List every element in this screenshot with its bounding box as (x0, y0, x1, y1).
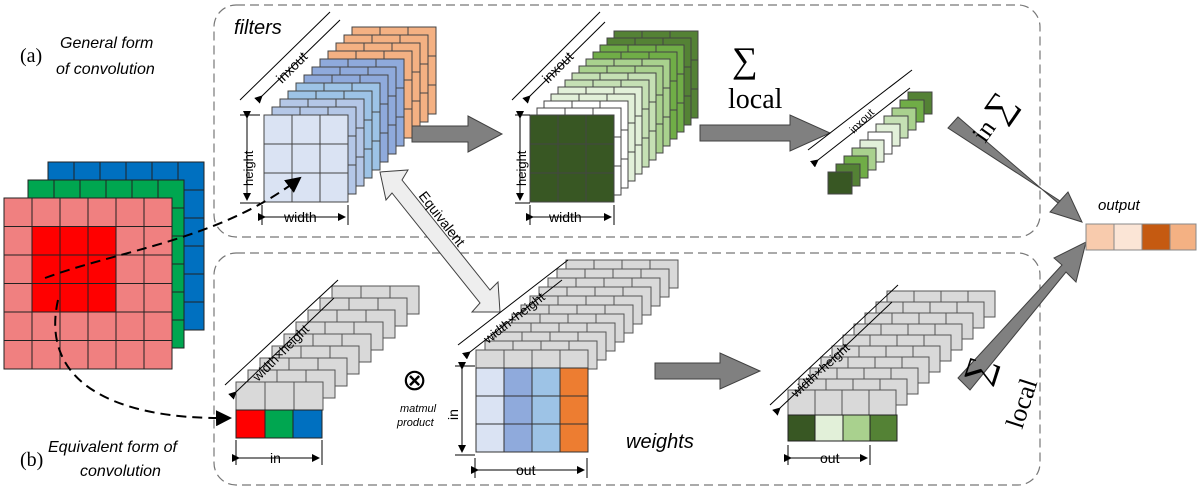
arrow-filters-to-green (411, 115, 504, 153)
weights-matrix (475, 367, 589, 453)
gray-arrows (411, 114, 1087, 391)
panel-b-frame (213, 252, 1041, 486)
panel-b-caption-2: convolution (80, 463, 161, 480)
sum-label-local-b: local (1000, 375, 1043, 432)
unfolded-input-stack (235, 285, 420, 411)
matmul-label-2: product (396, 417, 435, 429)
sum-label-local-a: local (728, 84, 783, 115)
panel-a-caption-2: of convolution (56, 61, 155, 78)
local-sum-stack (827, 91, 933, 195)
dim-in-b2: in (445, 409, 461, 420)
arrow-green-to-stair (699, 114, 832, 152)
dim-width-a1: width (283, 209, 317, 225)
dim-width-a2: width (548, 209, 582, 225)
dim-out-b2: out (516, 462, 536, 478)
output-vector (1085, 223, 1197, 251)
in-vector (235, 409, 323, 439)
panel-b-caption-1: Equivalent form of (48, 439, 179, 456)
panel-a-frame (213, 4, 1041, 238)
matmul-label-1: matmul (400, 403, 437, 415)
dim-height-a2: height (514, 150, 529, 186)
dim-out-b3: out (820, 450, 840, 466)
otimes-symbol: ⊗ (402, 364, 427, 397)
arrow-stair-to-output (947, 116, 1083, 223)
weights-title: weights (626, 431, 694, 453)
weights-stack (475, 259, 679, 379)
panel-b-marker: (b) (20, 449, 43, 471)
dim-height-a1: height (241, 150, 256, 186)
arrow-b-to-output (957, 241, 1087, 391)
dim-in-b1: in (270, 450, 281, 466)
sum-symbol-local-a: ∑ (732, 40, 758, 80)
arrow-weights-to-product (654, 352, 762, 390)
panel-a-caption-1: General form (60, 35, 153, 52)
dashed-arrow-to-filters (44, 176, 302, 279)
green-product-stack (529, 30, 699, 203)
panel-a-marker: (a) (20, 45, 42, 67)
product-stack-b (787, 290, 996, 417)
filter-stack-a (263, 26, 437, 203)
dashed-arrow-to-in-vector (54, 299, 232, 427)
output-label: output (1098, 197, 1141, 214)
input-feature-maps (3, 161, 205, 370)
filters-title: filters (234, 17, 282, 39)
product-vector-b (787, 414, 898, 442)
